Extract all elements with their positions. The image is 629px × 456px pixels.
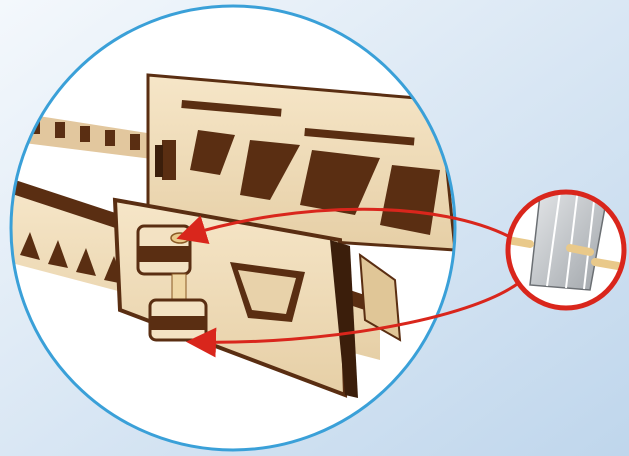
dowel-icon — [570, 248, 590, 252]
dowel-icon — [595, 262, 618, 266]
